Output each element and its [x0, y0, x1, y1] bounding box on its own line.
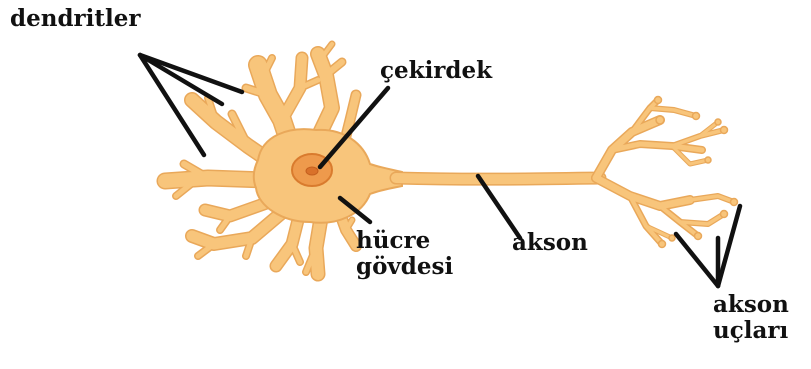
axon-label: akson	[512, 230, 588, 256]
axon-terminals-label-line1: akson	[713, 292, 789, 318]
cell-body-label: hücre gövdesi	[356, 228, 453, 280]
cell-body-label-line2: gövdesi	[356, 254, 453, 280]
axon-terminals-label-line2: uçları	[713, 318, 789, 344]
axon-terminals-label: akson uçları	[713, 292, 789, 344]
axon-terminals	[596, 97, 738, 248]
dendrites-label-text: dendritler	[10, 6, 141, 32]
nucleolus	[306, 167, 318, 175]
axon	[396, 178, 600, 179]
cell-body-label-line1: hücre	[356, 228, 453, 254]
axon-label-text: akson	[512, 230, 588, 256]
nucleus-label-text: çekirdek	[380, 58, 492, 84]
dendrites-label: dendritler	[10, 6, 141, 32]
nucleus-label: çekirdek	[380, 58, 492, 84]
axon-terminals-pointer-1	[676, 234, 718, 286]
